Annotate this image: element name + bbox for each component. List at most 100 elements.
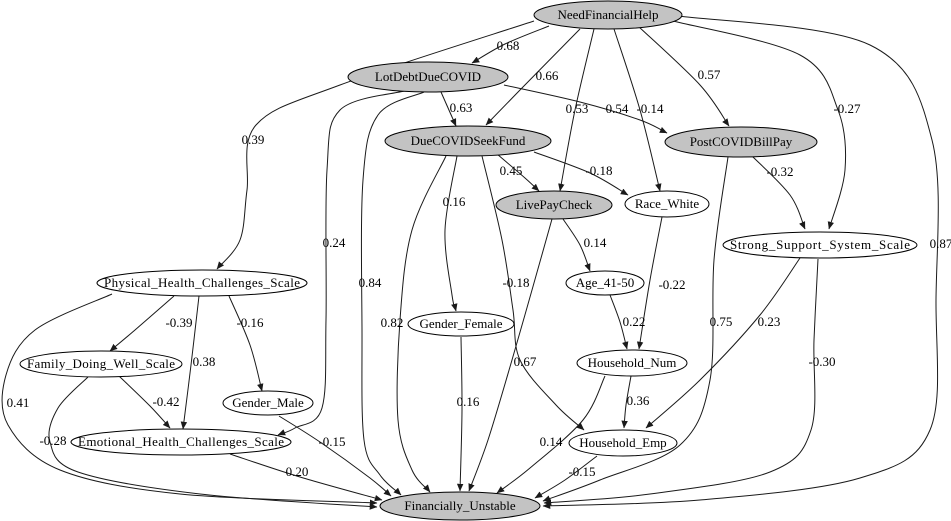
edges-layer xyxy=(1,15,939,510)
edge-Physical_Health_Challenges_Scale-to-Emotional_Health_Challenges_Scale xyxy=(180,295,200,430)
node-Race_White: Race_White xyxy=(624,190,710,218)
edge-Strong_Support_System_Scale-to-Financially_Unstable xyxy=(543,258,819,506)
edge-DueCOVIDSeekFund-to-Race_White xyxy=(533,151,629,196)
edge-NeedFinancialHelp-to-Race_White xyxy=(613,28,662,192)
node-label: Financially_Unstable xyxy=(404,498,515,513)
edge-weight-label: -0.14 xyxy=(636,101,664,116)
edge-labels-layer: 0.68 0.66 0.53 -0.14 0.57 -0.27 0.39 0.87 0.63 0.… xyxy=(7,38,951,479)
node-label: Gender_Male xyxy=(232,395,304,410)
edge-NeedFinancialHelp-to-Physical_Health_Challenges_Scale xyxy=(216,20,535,270)
edge-weight-label: 0.75 xyxy=(710,314,733,329)
edge-Race_White-to-Household_Num xyxy=(636,216,663,350)
edge-LivePayCheck-to-Financially_Unstable xyxy=(468,218,553,492)
edge-PostCOVIDBillPay-to-Strong_Support_System_Scale xyxy=(751,155,806,230)
edge-weight-label: 0.87 xyxy=(930,236,951,251)
node-ellipse xyxy=(70,428,292,456)
edge-NeedFinancialHelp-to-PostCOVIDBillPay xyxy=(637,25,730,127)
node-ellipse xyxy=(384,125,552,157)
node-label: DueCOVIDSeekFund xyxy=(411,133,526,148)
node-ellipse xyxy=(576,349,688,377)
edge-weight-label: -0.28 xyxy=(39,433,66,448)
edge-LotDebtDueCOVID-to-PostCOVIDBillPay xyxy=(503,84,668,134)
node-label: LivePayCheck xyxy=(516,197,593,212)
node-Gender_Male: Gender_Male xyxy=(222,390,314,416)
edge-weight-label: 0.16 xyxy=(457,394,480,409)
edge-weight-label: 0.84 xyxy=(359,275,382,290)
edge-weight-label: 0.63 xyxy=(450,100,473,115)
edge-weight-label: -0.32 xyxy=(766,164,793,179)
edge-weight-label: -0.15 xyxy=(568,464,595,479)
edge-NeedFinancialHelp-to-Strong_Support_System_Scale xyxy=(672,20,847,230)
edge-weight-label: -0.27 xyxy=(833,101,861,116)
node-label: NeedFinancialHelp xyxy=(557,7,658,22)
node-ellipse xyxy=(565,270,645,296)
edge-weight-label: 0.36 xyxy=(627,393,650,408)
node-label: Strong_Support_System_Scale xyxy=(730,237,910,252)
edge-Family_Doing_Well_Scale-to-Emotional_Health_Challenges_Scale xyxy=(118,375,171,429)
edge-Physical_Health_Challenges_Scale-to-Family_Doing_Well_Scale xyxy=(109,295,175,352)
edge-weight-label: 0.82 xyxy=(381,315,404,330)
edge-weight-label: -0.16 xyxy=(236,315,264,330)
node-ellipse xyxy=(533,0,683,30)
edge-weight-label: 0.39 xyxy=(242,132,265,147)
node-ellipse xyxy=(347,61,509,93)
edge-weight-label: 0.67 xyxy=(514,354,537,369)
edge-PostCOVIDBillPay-to-Financially_Unstable xyxy=(542,156,729,502)
edge-weight-label: -0.39 xyxy=(165,315,192,330)
edge-NeedFinancialHelp-to-LivePayCheck xyxy=(558,28,595,192)
edge-NeedFinancialHelp-to-DueCOVIDSeekFund xyxy=(485,28,581,126)
edge-weight-label: -0.30 xyxy=(808,354,835,369)
edge-weight-label: -0.22 xyxy=(658,277,685,292)
node-Emotional_Health_Challenges_Scale: Emotional_Health_Challenges_Scale xyxy=(70,428,292,456)
edge-Strong_Support_System_Scale-to-Household_Emp xyxy=(645,257,801,429)
node-label: Physical_Health_Challenges_Scale xyxy=(104,275,300,290)
edge-Household_Emp-to-Financially_Unstable xyxy=(534,455,598,499)
edge-LotDebtDueCOVID-to-DueCOVIDSeekFund xyxy=(440,91,457,127)
node-label: PostCOVIDBillPay xyxy=(690,134,793,149)
node-Household_Emp: Household_Emp xyxy=(568,429,678,457)
node-LivePayCheck: LivePayCheck xyxy=(495,190,613,220)
node-label: Emotional_Health_Challenges_Scale xyxy=(78,434,284,449)
node-ellipse xyxy=(722,231,918,259)
node-ellipse xyxy=(495,190,613,220)
edge-weight-label: 0.68 xyxy=(497,38,520,53)
edge-Family_Doing_Well_Scale-to-Financially_Unstable xyxy=(48,376,378,510)
edge-LivePayCheck-to-Age_41-50 xyxy=(562,218,591,272)
node-PostCOVIDBillPay: PostCOVIDBillPay xyxy=(664,126,818,158)
edge-Household_Num-to-Financially_Unstable xyxy=(496,375,606,494)
node-Age_41-50: Age_41-50 xyxy=(565,270,645,296)
node-ellipse xyxy=(379,491,541,521)
edge-weight-label: 0.53 xyxy=(566,101,589,116)
edge-Physical_Health_Challenges_Scale-to-Gender_Male xyxy=(228,295,264,392)
edge-NeedFinancialHelp-to-LotDebtDueCOVID xyxy=(471,25,550,64)
edge-weight-label: 0.54 xyxy=(606,101,629,116)
node-Gender_Female: Gender_Female xyxy=(407,311,515,337)
edge-weight-label: -0.18 xyxy=(585,163,612,178)
edge-weight-label: 0.14 xyxy=(540,434,563,449)
node-ellipse xyxy=(568,429,678,457)
edge-Household_Num-to-Household_Emp xyxy=(621,375,632,429)
edge-weight-label: 0.41 xyxy=(7,395,30,410)
edge-Emotional_Health_Challenges_Scale-to-Financially_Unstable xyxy=(229,453,383,502)
edge-weight-label: 0.57 xyxy=(698,67,721,82)
node-ellipse xyxy=(664,126,818,158)
edge-weight-label: -0.18 xyxy=(502,275,529,290)
edge-Age_41-50-to-Household_Num xyxy=(609,294,629,350)
edge-weight-label: -0.42 xyxy=(152,394,179,409)
edge-NeedFinancialHelp-to-Financially_Unstable xyxy=(542,15,939,509)
edge-Physical_Health_Challenges_Scale-to-Financially_Unstable xyxy=(1,293,378,506)
node-Strong_Support_System_Scale: Strong_Support_System_Scale xyxy=(722,231,918,259)
node-LotDebtDueCOVID: LotDebtDueCOVID xyxy=(347,61,509,93)
node-ellipse xyxy=(407,311,515,337)
node-DueCOVIDSeekFund: DueCOVIDSeekFund xyxy=(384,125,552,157)
edge-weight-label: 0.66 xyxy=(536,68,559,83)
edge-weight-label: 0.16 xyxy=(443,194,466,209)
edge-Gender_Female-to-Financially_Unstable xyxy=(456,336,464,492)
node-label: Household_Num xyxy=(588,355,677,370)
edge-weight-label: 0.23 xyxy=(758,314,781,329)
node-ellipse xyxy=(624,190,710,218)
node-Financially_Unstable: Financially_Unstable xyxy=(379,491,541,521)
edge-weight-label: 0.38 xyxy=(193,354,216,369)
